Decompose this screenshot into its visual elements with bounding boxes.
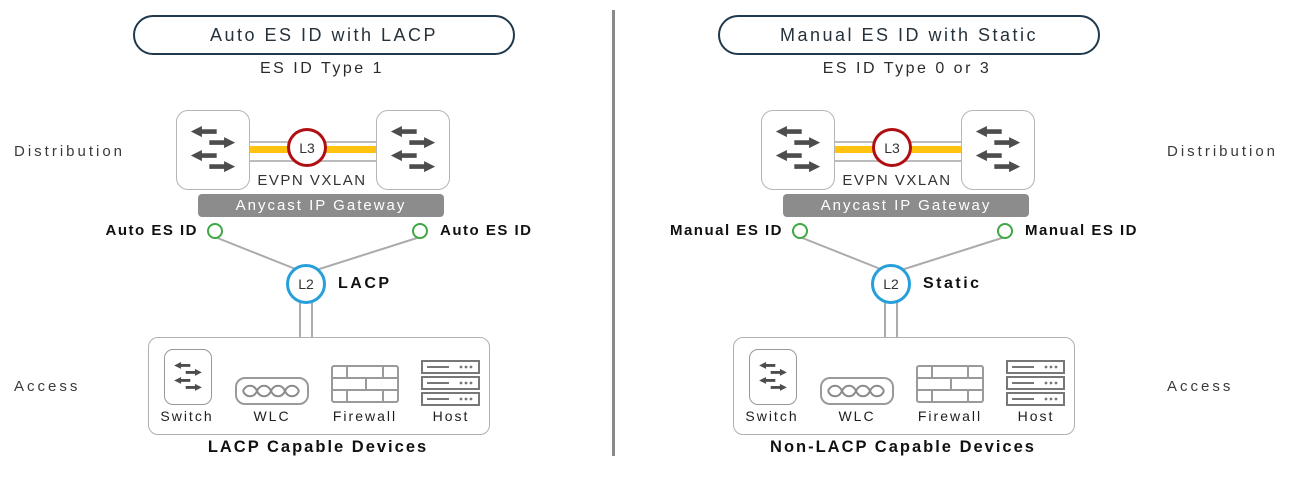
host-icon	[421, 360, 481, 407]
es-id-label-right: Auto ES ID	[440, 222, 533, 239]
access-devices-box: Switch WLC Firewall Host	[148, 337, 490, 435]
switch-icon	[389, 124, 437, 176]
switch-icon	[189, 124, 237, 176]
wlc-icon	[819, 377, 895, 405]
access-devices-box: Switch WLC Firewall Host	[733, 337, 1075, 435]
device-label-firewall: Firewall	[917, 408, 983, 424]
l3-circle: L3	[287, 128, 327, 167]
access-switch	[749, 349, 797, 405]
switch-icon	[974, 124, 1022, 176]
es-id-circle	[412, 223, 428, 239]
port-mode-label: Static	[923, 275, 982, 292]
es-id-label-left: Auto ES ID	[105, 222, 198, 239]
panel-divider	[612, 10, 615, 456]
device-label-host: Host	[1017, 408, 1055, 424]
tier-label-access: Access	[14, 378, 81, 395]
distribution-switch	[176, 110, 250, 190]
tier-label-access: Access	[1167, 378, 1234, 395]
l3-circle: L3	[872, 128, 912, 167]
anycast-gateway-banner: Anycast IP Gateway	[198, 194, 444, 217]
overlay-label: EVPN VXLAN	[842, 172, 952, 189]
firewall-icon	[331, 365, 399, 403]
device-label-firewall: Firewall	[332, 408, 398, 424]
device-label-host: Host	[432, 408, 470, 424]
es-id-label-right: Manual ES ID	[1025, 222, 1139, 239]
device-label-wlc: WLC	[838, 408, 876, 424]
switch-icon	[758, 360, 788, 394]
device-label-wlc: WLC	[253, 408, 291, 424]
distribution-switch	[961, 110, 1035, 190]
l2-circle: L2	[286, 264, 326, 304]
tier-label-distribution: Distribution	[14, 143, 126, 160]
es-id-type-label: ES ID Type 1	[260, 60, 384, 77]
access-switch	[164, 349, 212, 405]
scenario-title: Manual ES ID with Static	[779, 24, 1039, 45]
device-label-switch: Switch	[745, 408, 799, 424]
l2-circle: L2	[871, 264, 911, 304]
es-id-label-left: Manual ES ID	[669, 222, 783, 239]
device-label-switch: Switch	[160, 408, 214, 424]
es-id-circle	[792, 223, 808, 239]
devices-caption: Non-LACP Capable Devices	[770, 438, 1036, 456]
switch-icon	[173, 360, 203, 394]
scenario-title: Auto ES ID with LACP	[209, 24, 439, 45]
anycast-gateway-banner: Anycast IP Gateway	[783, 194, 1029, 217]
distribution-switch	[761, 110, 835, 190]
scenario-pill-left: Auto ES ID with LACP	[133, 15, 515, 55]
tier-label-distribution: Distribution	[1167, 143, 1279, 160]
port-mode-label: LACP	[338, 275, 392, 292]
wlc-icon	[234, 377, 310, 405]
es-id-circle	[207, 223, 223, 239]
distribution-switch	[376, 110, 450, 190]
firewall-icon	[916, 365, 984, 403]
overlay-label: EVPN VXLAN	[257, 172, 367, 189]
scenario-pill-right: Manual ES ID with Static	[718, 15, 1100, 55]
es-id-circle	[997, 223, 1013, 239]
devices-caption: LACP Capable Devices	[207, 438, 429, 456]
host-icon	[1006, 360, 1066, 407]
switch-icon	[774, 124, 822, 176]
es-id-type-label: ES ID Type 0 or 3	[822, 60, 992, 77]
